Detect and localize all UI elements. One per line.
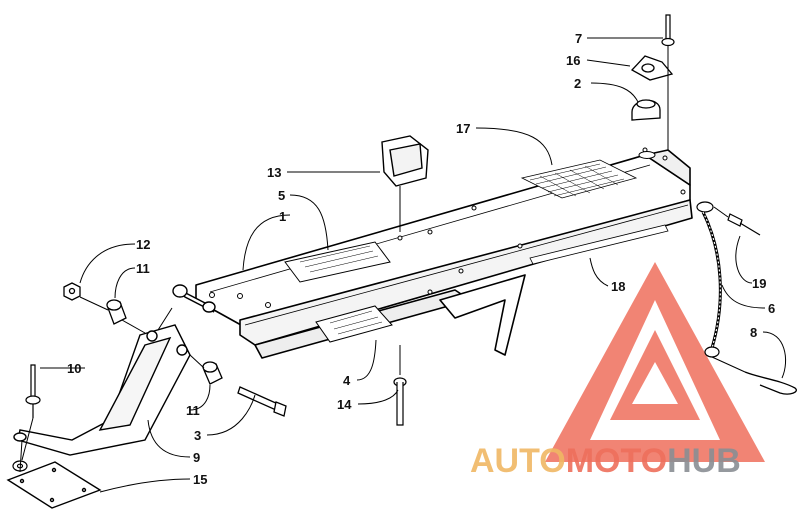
callout-11-upper: 11 xyxy=(136,261,150,276)
callout-10: 10 xyxy=(67,361,81,376)
callout-2: 2 xyxy=(574,76,581,91)
nut-part-12 xyxy=(63,282,81,301)
base-plate xyxy=(6,461,102,509)
callout-4: 4 xyxy=(343,373,351,388)
rivet-part-10 xyxy=(25,364,41,418)
callout-5: 5 xyxy=(278,188,285,203)
decal-label-lower xyxy=(315,305,393,343)
decal-label-upper xyxy=(284,241,391,283)
pedal-arm xyxy=(13,324,191,456)
callout-11-lower: 11 xyxy=(186,403,200,418)
callout-12: 12 xyxy=(136,237,150,252)
cap-part-16 xyxy=(630,55,674,81)
callout-labels: 1 2 3 4 5 6 7 8 9 10 11 11 12 13 14 15 1… xyxy=(67,31,775,487)
bushing-part-11-lower xyxy=(202,361,223,385)
callout-18: 18 xyxy=(611,279,625,294)
callout-13: 13 xyxy=(267,165,281,180)
callout-1: 1 xyxy=(279,209,286,224)
callout-7: 7 xyxy=(575,31,582,46)
pivot-rod xyxy=(172,284,216,313)
watermark-wordmark: AUTOMOTOHUB xyxy=(470,442,741,480)
pin-part-19 xyxy=(727,213,761,236)
grid-label xyxy=(520,159,638,199)
callout-17: 17 xyxy=(456,121,470,136)
watermark-hub: HUB xyxy=(667,442,741,480)
clip-part-13 xyxy=(381,135,429,187)
watermark-logo xyxy=(545,262,765,462)
strip-label xyxy=(529,224,669,265)
rivet-part-14 xyxy=(393,377,407,426)
bolt-part-3 xyxy=(237,386,287,417)
callout-15: 15 xyxy=(193,472,207,487)
watermark-moto: MOTO xyxy=(566,442,667,480)
callout-19: 19 xyxy=(752,276,766,291)
callout-14: 14 xyxy=(337,397,352,412)
cable-part-6 xyxy=(696,201,722,358)
watermark-auto: AUTO xyxy=(470,442,566,480)
callout-8: 8 xyxy=(750,325,757,340)
callout-6: 6 xyxy=(768,301,775,316)
bushing-part-11-upper xyxy=(106,299,127,325)
callout-3: 3 xyxy=(194,428,201,443)
grommet-hole xyxy=(638,151,656,159)
grommet-part-2 xyxy=(631,99,661,121)
leader-lines xyxy=(19,37,787,493)
svg-text:AUTOMOTOHUB: AUTOMOTOHUB xyxy=(470,442,741,480)
callout-16: 16 xyxy=(566,53,580,68)
hairpin-part-8 xyxy=(744,371,797,395)
rivet-part-7 xyxy=(661,14,675,47)
callout-9: 9 xyxy=(193,450,200,465)
